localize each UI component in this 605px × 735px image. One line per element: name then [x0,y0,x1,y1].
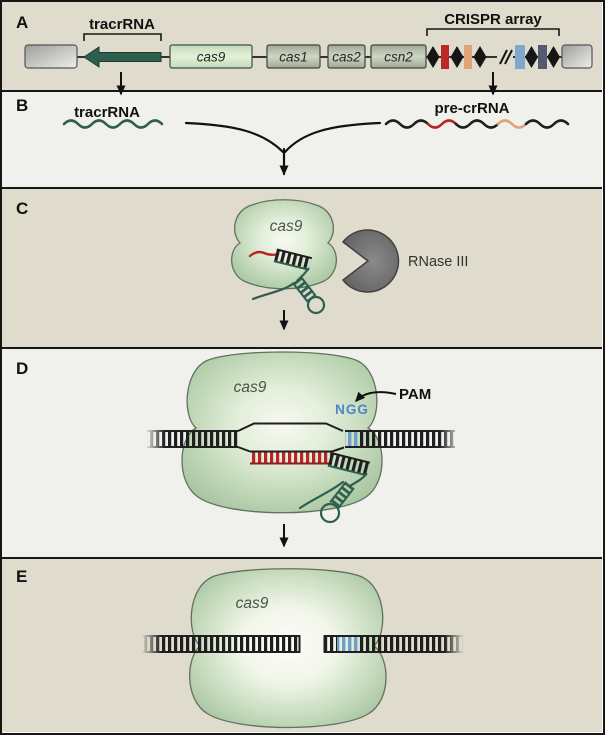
pre-crrna-wave [384,119,570,129]
rnase-iii-pacman [341,229,400,293]
gene-box-cas1: cas1 [266,44,321,69]
tracrrna-tail [251,281,296,301]
tracrrna-gene-arrow [83,46,162,68]
gene-box-cas9: cas9 [169,44,253,69]
tracrrna-bracket [83,33,162,41]
cas9-blob-label-c: cas9 [270,218,303,235]
hairpin-loop [319,502,341,524]
hairpin-loop [306,295,326,315]
rnase-iii-label: RNase III [408,254,468,270]
panel-b: B tracrRNA pre-crRNA [16,96,570,176]
rna-duplex [273,248,313,271]
cas9-protein-blob [231,199,337,290]
sgrna-nexus-hairpin [298,452,371,524]
gene-label-cas9: cas9 [197,50,226,65]
cas9-blob-label-e: cas9 [236,595,269,612]
tracrrna-hairpin [251,267,326,315]
cas9-blob-label-d: cas9 [234,379,267,396]
pam-pointer-arrow [354,391,397,403]
pre-crrna-red-segment [426,119,458,129]
panel-c: C cas9 RNase III [16,199,468,331]
tracrrna-wave [62,119,164,129]
pre-crrna-orange-segment [496,119,528,129]
gene-label-cas1: cas1 [279,50,308,65]
cas9-protein-blob [181,351,383,514]
dna-ladder-right [345,427,462,451]
convergence-arrow [184,121,382,176]
crrna-dna-hybrid [250,452,332,463]
tracrrna-label: tracrRNA [74,104,140,121]
pam-segment [345,431,359,447]
genomic-dna-flank-left [24,44,78,69]
spacer-3 [515,45,525,69]
repeat-diamond [426,46,440,68]
repeat-diamond [525,46,538,68]
pam-segment [337,636,358,652]
spacer-1 [441,45,449,69]
repeat-diamond [473,46,487,68]
panel-b-letter: B [16,96,28,115]
panel-a-letter: A [16,13,28,32]
spacer-4 [538,45,547,69]
tracrrna-gene-label: tracrRNA [89,16,155,33]
crrna-red-line [248,250,280,258]
cleaved-dna-left [141,632,301,656]
gene-label-csn2: csn2 [384,50,413,65]
crispr-array [426,45,560,69]
spacer-2 [464,45,472,69]
cleaved-dna-right [323,632,464,656]
panel-c-letter: C [16,199,28,218]
r-loop [237,422,345,465]
gene-box-cas2: cas2 [327,44,366,69]
panel-a: A cas9 cas1 cas2 csn2 [16,11,593,96]
crispr-array-label: CRISPR array [444,11,542,28]
panel-d: D cas9 [16,351,462,548]
repeat-diamond [450,46,464,68]
panel-e-letter: E [16,567,27,586]
crispr-array-bracket [426,28,560,36]
panel-d-letter: D [16,359,28,378]
pam-label: PAM [399,386,431,403]
repeat-diamond [547,46,560,68]
dna-ladder-left [145,427,238,451]
pre-crrna-label: pre-crRNA [434,100,509,117]
panel-e: E cas9 [16,567,464,729]
array-break-slash [504,49,513,65]
gene-label-cas2: cas2 [332,50,361,65]
genomic-dna-flank-right [561,44,593,69]
array-break-slash [499,49,508,65]
displaced-strand [237,422,344,432]
ngg-label: NGG [335,402,369,417]
gene-box-csn2: csn2 [370,44,427,69]
sgrna-tail [298,480,345,510]
